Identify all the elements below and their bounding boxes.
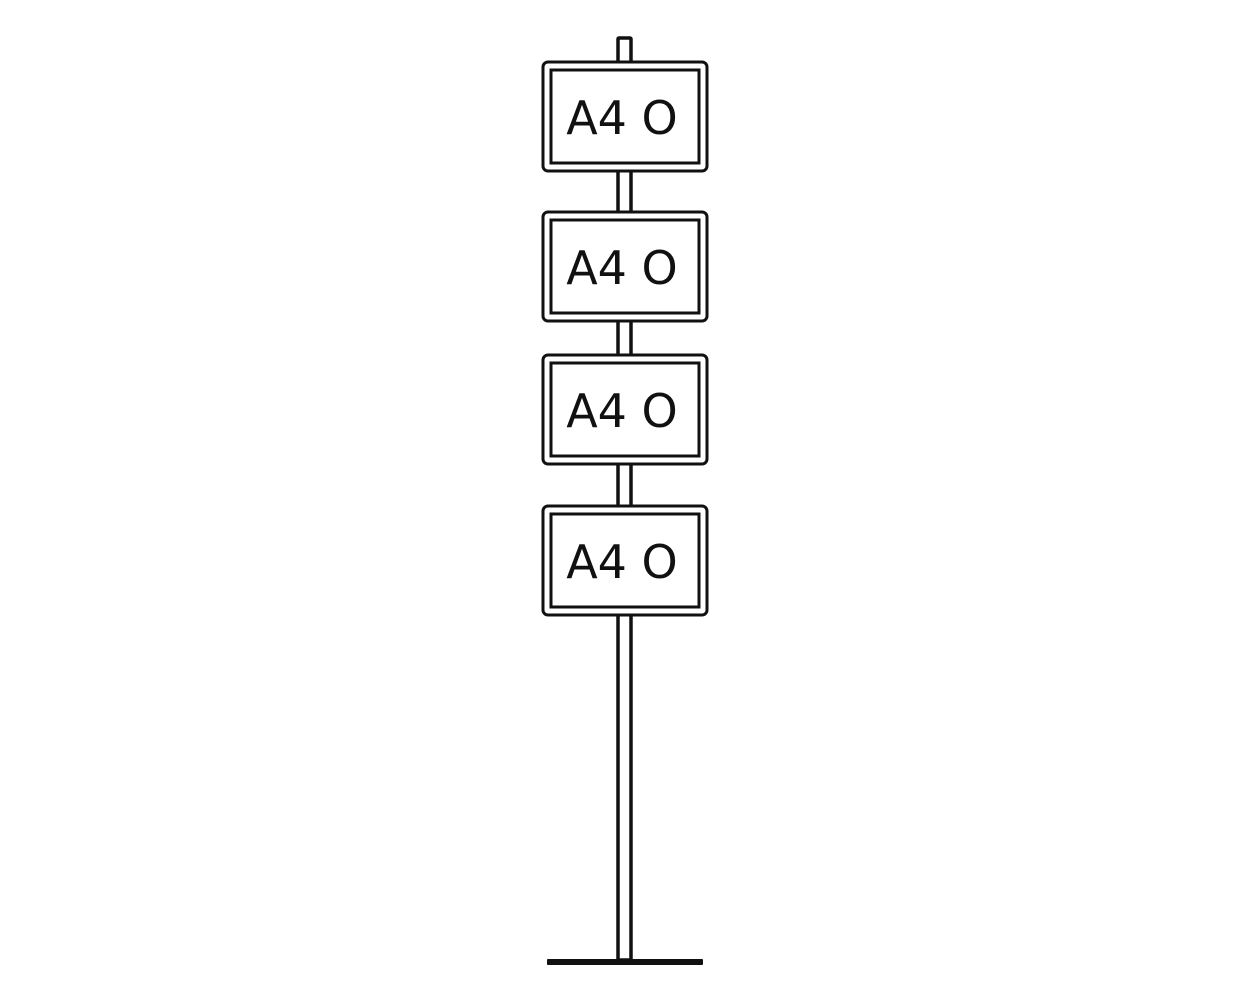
frame-inner xyxy=(549,218,701,315)
frame-inner xyxy=(549,68,701,165)
sign-label: A4 O xyxy=(566,91,678,145)
sign-label: A4 O xyxy=(566,241,678,295)
frame-inner xyxy=(549,512,701,609)
sign-frame: A4 O xyxy=(541,353,709,466)
sign-label: A4 O xyxy=(566,384,678,438)
base-plate xyxy=(547,959,703,965)
sign-frame: A4 O xyxy=(541,60,709,173)
pole xyxy=(616,36,633,962)
sign-frame: A4 O xyxy=(541,504,709,617)
sign-label: A4 O xyxy=(566,535,678,589)
sign-frame: A4 O xyxy=(541,210,709,323)
frame-inner xyxy=(549,361,701,458)
